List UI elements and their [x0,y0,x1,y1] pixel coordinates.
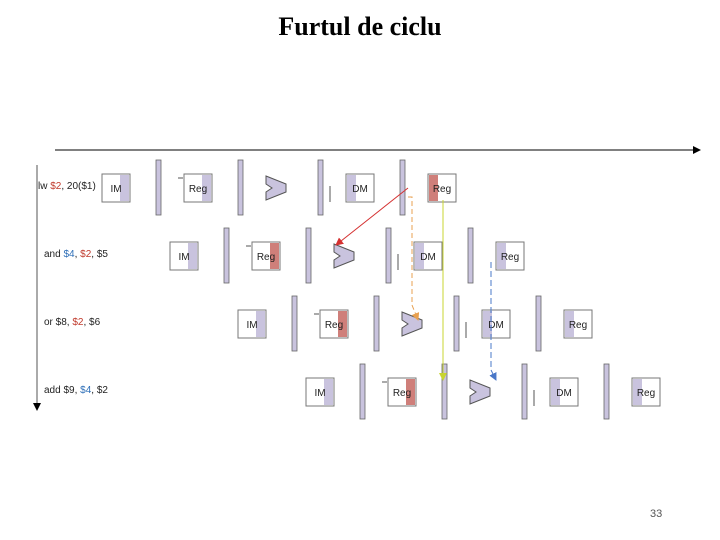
pipeline-register [521,363,528,420]
alu-icon [265,175,287,201]
alu-icon [333,243,355,269]
instruction-memory-3-shade [324,379,333,405]
instruction-memory-0-shade [120,175,129,201]
data-memory-0-label: DM [352,184,368,195]
instruction-label-lw: lw $2, 20($1) [38,181,96,192]
register-read-0-shade [202,175,211,201]
pipeline-register [385,227,392,284]
data-memory-0-shade [347,175,356,201]
instruction-memory-3-label: IM [314,388,325,399]
register-read-2-label: Reg [325,320,343,331]
pipeline-register [441,363,448,420]
register-write-0-label: Reg [433,184,451,195]
instruction-memory-2-label: IM [246,320,257,331]
pipeline-register [317,159,324,216]
data-memory-1-shade [415,243,424,269]
pipeline-register [155,159,162,216]
register-write-3-shade [633,379,642,405]
pipeline-register [223,227,230,284]
register-read-3-shade [406,379,415,405]
data-memory-3-label: DM [556,388,572,399]
pipeline-register [467,227,474,284]
register-read-0-label: Reg [189,184,207,195]
alu-icon [401,311,423,337]
pipeline-register [535,295,542,352]
instruction-label-add: add $9, $4, $2 [44,385,108,396]
register-write-2-label: Reg [569,320,587,331]
pipeline-register [305,227,312,284]
register-write-1-label: Reg [501,252,519,263]
instruction-memory-0-label: IM [110,184,121,195]
data-memory-1-label: DM [420,252,436,263]
page-number: 33 [650,508,663,520]
register-write-3-label: Reg [637,388,655,399]
forward-arrow-red [335,187,409,246]
register-read-2-shade [338,311,347,337]
forward-arrow-orange [408,196,420,321]
data-memory-3-shade [551,379,560,405]
instruction-memory-2-shade [256,311,265,337]
instruction-label-and: and $4, $2, $5 [44,249,108,260]
pipeline-register [603,363,610,420]
pipeline-register [359,363,366,420]
instruction-label-or: or $8, $2, $6 [44,317,101,328]
pipeline-register [453,295,460,352]
slide-title: Furtul de ciclu [278,12,442,41]
pipeline-register [373,295,380,352]
instruction-memory-1-shade [188,243,197,269]
alu-icon [469,379,491,405]
data-memory-2-shade [483,311,492,337]
register-read-1-label: Reg [257,252,275,263]
register-write-0-shade [429,175,438,201]
register-read-3-label: Reg [393,388,411,399]
instruction-memory-1-label: IM [178,252,189,263]
register-write-1-shade [497,243,506,269]
data-memory-2-label: DM [488,320,504,331]
register-write-2-shade [565,311,574,337]
pipeline-register [399,159,406,216]
pipeline-register [237,159,244,216]
pipeline-register [291,295,298,352]
register-read-1-shade [270,243,279,269]
forward-arrow-blue [489,262,497,381]
